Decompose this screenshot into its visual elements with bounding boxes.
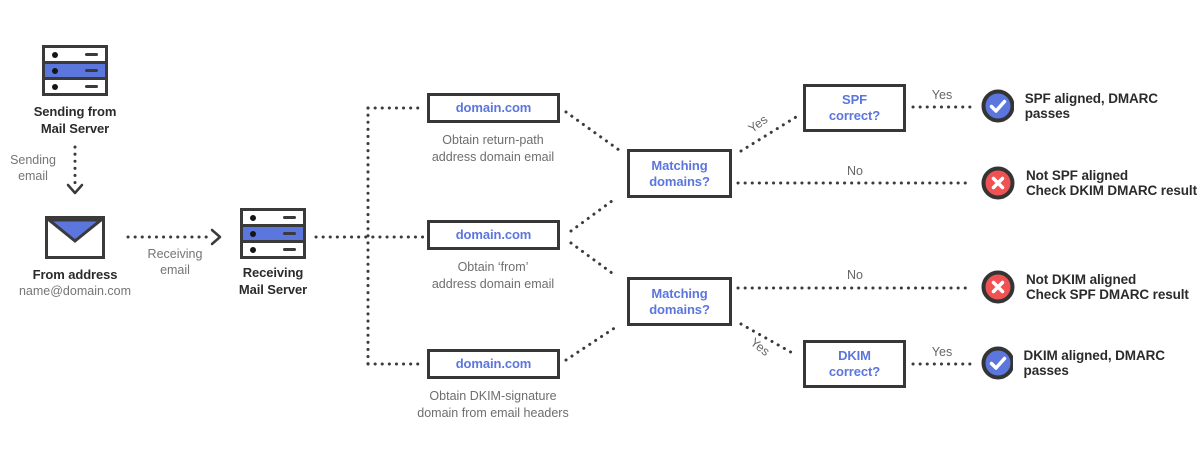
domain-box-dkim-signature: domain.com xyxy=(427,349,560,379)
domain-box-from: domain.com xyxy=(427,220,560,250)
result-dkim-pass: DKIM aligned, DMARC passes xyxy=(981,346,1200,380)
line-from-to-matching-top xyxy=(569,196,618,233)
label-line: Receiving xyxy=(242,265,304,280)
receiving-email-label: Receiving email xyxy=(139,246,211,279)
result-line: Not SPF aligned xyxy=(1026,167,1129,183)
dkim-correct-box: DKIM correct? xyxy=(803,340,906,388)
result-line: Check SPF DMARC result xyxy=(1026,287,1189,302)
decision-line: DKIM xyxy=(838,348,871,364)
result-text: SPF aligned, DMARC passes xyxy=(1024,90,1158,122)
caption-from: Obtain ‘from’ address domain email xyxy=(398,259,588,293)
edge-label-yes-spf-pass: Yes xyxy=(931,88,953,102)
result-text: Not DKIM aligned Check SPF DMARC result xyxy=(1026,272,1189,303)
result-text: DKIM aligned, DMARC passes xyxy=(1023,347,1165,379)
server-led-icon xyxy=(250,246,256,253)
spf-correct-box: SPF correct? xyxy=(803,84,906,132)
server-row xyxy=(45,48,105,61)
line-from-to-matching-bottom xyxy=(569,241,618,278)
receiving-server-label: Receiving Mail Server xyxy=(228,264,318,298)
result-not-dkim-aligned: Not DKIM aligned Check SPF DMARC result xyxy=(981,270,1189,304)
server-row xyxy=(45,64,105,77)
matching-domains-top-box: Matching domains? xyxy=(627,149,732,198)
sending-email-label: Sending email xyxy=(2,152,64,185)
decision-line: domains? xyxy=(649,301,710,317)
receiving-mail-server-icon xyxy=(240,208,306,259)
server-vent-icon xyxy=(283,216,296,219)
from-address-title: From address xyxy=(32,267,118,282)
caption-dkim-signature: Obtain DKIM-signature domain from email … xyxy=(398,388,588,422)
check-icon xyxy=(981,89,1014,123)
decision-line: SPF xyxy=(842,92,867,108)
server-vent-icon xyxy=(85,85,98,88)
decision-line: Matching xyxy=(651,157,708,173)
caption-return-path: Obtain return-path address domain email xyxy=(398,132,588,166)
server-led-icon xyxy=(250,230,256,237)
arrowhead-down-icon xyxy=(66,183,84,195)
server-vent-icon xyxy=(283,248,296,251)
caption-line: Obtain DKIM-signature xyxy=(429,389,557,403)
server-row xyxy=(243,243,303,256)
edge-label-no-spf: No xyxy=(847,164,863,178)
label-line: Receiving xyxy=(147,247,203,261)
caption-line: address domain email xyxy=(431,276,555,291)
result-line: Check DKIM DMARC result xyxy=(1026,183,1197,198)
envelope-flap-icon xyxy=(44,218,106,243)
decision-line: correct? xyxy=(828,108,881,123)
domain-box-label: domain.com xyxy=(455,100,532,116)
matching-domains-bottom-box: Matching domains? xyxy=(627,277,732,326)
cross-icon xyxy=(981,270,1015,304)
arrowhead-right-icon xyxy=(210,228,222,246)
result-spf-pass: SPF aligned, DMARC passes xyxy=(981,89,1200,123)
server-row xyxy=(45,80,105,93)
sending-server-label: Sending from Mail Server xyxy=(10,103,140,137)
domain-box-label: domain.com xyxy=(455,227,532,243)
from-address-email: name@domain.com xyxy=(18,284,132,298)
result-not-spf-aligned: Not SPF aligned Check DKIM DMARC result xyxy=(981,166,1197,200)
server-row xyxy=(243,211,303,224)
decision-line: correct? xyxy=(828,364,881,379)
label-line: Mail Server xyxy=(238,282,308,298)
decision-line: Matching xyxy=(651,285,708,301)
domain-box-return-path: domain.com xyxy=(427,93,560,123)
caption-line: address domain email xyxy=(431,149,555,164)
server-led-icon xyxy=(250,214,256,221)
label-line: Sending from xyxy=(33,104,117,119)
caption-line: domain from email headers xyxy=(417,405,569,420)
server-led-icon xyxy=(52,51,58,58)
result-text: Not SPF aligned Check DKIM DMARC result xyxy=(1026,168,1197,199)
cross-icon xyxy=(981,166,1015,200)
decision-line: domains? xyxy=(649,173,710,189)
envelope-icon xyxy=(44,216,106,259)
edge-label-yes-dkim-pass: Yes xyxy=(931,345,953,359)
server-led-icon xyxy=(52,67,58,74)
server-vent-icon xyxy=(85,53,98,56)
domain-box-label: domain.com xyxy=(455,356,532,372)
check-icon xyxy=(981,346,1013,380)
label-line: email xyxy=(18,169,48,184)
caption-line: Obtain ‘from’ xyxy=(457,260,529,274)
label-line: Mail Server xyxy=(40,121,110,137)
label-line: email xyxy=(160,263,190,278)
server-vent-icon xyxy=(283,232,296,235)
result-line: Not DKIM aligned xyxy=(1026,271,1137,287)
server-row xyxy=(243,227,303,240)
caption-line: Obtain return-path xyxy=(442,133,544,147)
line-dkimsig-to-matching xyxy=(564,323,621,362)
label-line: Sending xyxy=(10,153,56,167)
server-vent-icon xyxy=(85,69,98,72)
sending-mail-server-icon xyxy=(42,45,108,96)
server-led-icon xyxy=(52,83,58,90)
edge-label-no-dkim: No xyxy=(847,268,863,282)
